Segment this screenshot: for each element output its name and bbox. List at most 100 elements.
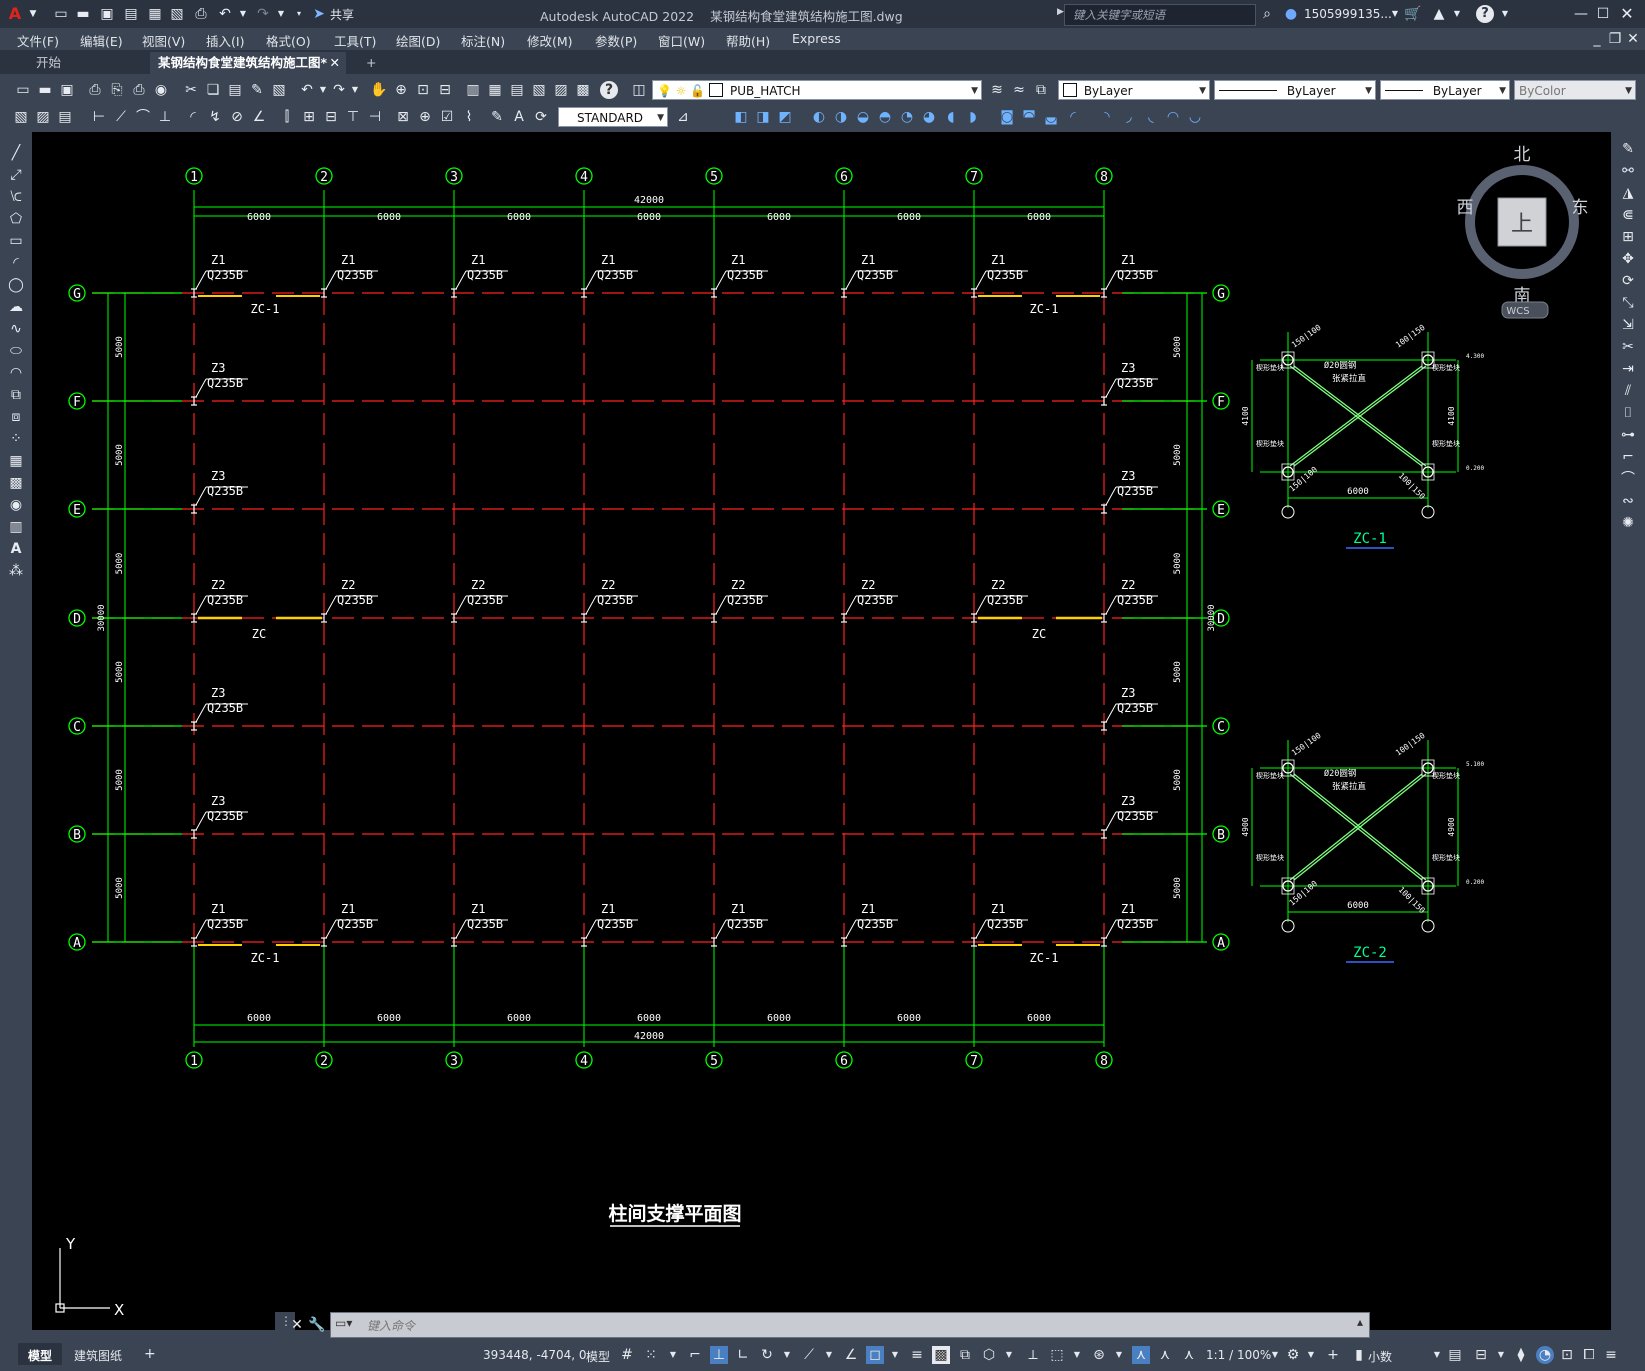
- mirror-icon[interactable]: ◮: [1622, 185, 1634, 201]
- publish-icon[interactable]: ⎙: [133, 82, 145, 98]
- continue-dim-icon[interactable]: ⊟: [325, 109, 337, 125]
- close-icon[interactable]: ✕: [1620, 4, 1634, 23]
- hardware-acceleration-icon[interactable]: ◔: [1536, 1346, 1554, 1364]
- undo-icon[interactable]: ↶: [301, 82, 313, 98]
- point-icon[interactable]: ⁘: [10, 431, 22, 447]
- plot-icon[interactable]: ⎙: [89, 82, 101, 98]
- autocad-logo-icon[interactable]: A: [8, 4, 22, 23]
- break-icon[interactable]: ⌷: [1623, 405, 1633, 421]
- menu-icon[interactable]: ≡: [1605, 1347, 1617, 1363]
- new-icon[interactable]: ▭: [16, 82, 30, 98]
- annotation-monitor-icon[interactable]: +: [1327, 1347, 1339, 1363]
- lock-ui-icon[interactable]: ⊟: [1475, 1347, 1487, 1363]
- grid-icon[interactable]: #: [621, 1347, 633, 1363]
- chamfer-icon[interactable]: ⌐: [1622, 449, 1634, 465]
- scale-icon[interactable]: ⤡: [1622, 295, 1634, 311]
- blend-curves-icon[interactable]: ∾: [1622, 493, 1634, 509]
- tab-active-drawing[interactable]: 某钢结构食堂建筑结构施工图* ✕: [150, 52, 346, 74]
- chevron-down-icon[interactable]: ▼: [1073, 1350, 1081, 1359]
- customization-icon[interactable]: ⧠: [1583, 1347, 1595, 1363]
- spline-icon[interactable]: ∿: [10, 321, 22, 337]
- move-icon[interactable]: ✥: [1622, 251, 1634, 267]
- menu-modify[interactable]: 修改(M): [527, 34, 573, 49]
- trim-icon[interactable]: ✂: [1622, 339, 1634, 355]
- drawing-title[interactable]: 柱间支撑平面图: [608, 1202, 741, 1225]
- sphere-icon[interactable]: ◐: [812, 109, 826, 125]
- chevron-down-icon[interactable]: ▼: [1433, 1350, 1441, 1359]
- infer-constraints-icon[interactable]: ⌐: [689, 1347, 701, 1363]
- loft-icon[interactable]: ◗: [969, 109, 977, 125]
- cart-icon[interactable]: 🛒: [1404, 6, 1422, 22]
- jogged-dim-icon[interactable]: ↯: [209, 109, 221, 125]
- menu-edit[interactable]: 编辑(E): [80, 34, 123, 49]
- command-prompt-icon[interactable]: ▭▾: [335, 1316, 353, 1330]
- rectangle-icon[interactable]: ▭: [9, 233, 23, 249]
- presspull-icon[interactable]: ◜: [1070, 109, 1076, 125]
- share-icon[interactable]: ➤: [313, 6, 325, 22]
- save-as-icon[interactable]: ▤: [124, 6, 138, 22]
- search-box[interactable]: ▶ 键入关键字或短语: [1057, 4, 1256, 26]
- chevron-down-icon[interactable]: ▼: [1005, 1350, 1013, 1359]
- ellipse-icon[interactable]: ⬭: [10, 343, 22, 359]
- stretch-icon[interactable]: ⇲: [1622, 317, 1634, 333]
- chevron-down-icon[interactable]: ▼: [783, 1350, 791, 1359]
- isodraft-icon[interactable]: ⟋: [804, 1347, 814, 1363]
- explode-icon[interactable]: ✺: [1622, 515, 1634, 531]
- save-icon[interactable]: ▣: [100, 6, 114, 22]
- jogged-linear-icon[interactable]: ⌇: [465, 109, 473, 125]
- selection-cycling-icon[interactable]: ⧉: [960, 1347, 970, 1363]
- linetype-dropdown[interactable]: ByLayer ▼: [1214, 80, 1376, 100]
- user-name[interactable]: 1505999135...: [1304, 7, 1392, 21]
- fillet-icon[interactable]: ⌒: [1621, 471, 1635, 487]
- chevron-down-icon[interactable]: ▼: [1497, 1350, 1505, 1359]
- match-properties-icon[interactable]: ✎: [251, 82, 263, 98]
- chevron-down-icon[interactable]: ▼: [1501, 9, 1509, 18]
- plotstyle-dropdown[interactable]: ByColor ▼: [1514, 80, 1636, 100]
- auto-scale-icon[interactable]: ⋏: [1159, 1347, 1171, 1363]
- add-tab-button[interactable]: +: [366, 55, 377, 70]
- new-file-icon[interactable]: ▭: [54, 6, 68, 22]
- viewcube-face[interactable]: [1497, 197, 1547, 247]
- extend-icon[interactable]: ⇥: [1622, 361, 1634, 377]
- union-icon[interactable]: ◙: [1000, 109, 1014, 125]
- command-history-icon[interactable]: ▴: [1356, 1315, 1363, 1329]
- center-mark-icon[interactable]: ⊕: [419, 109, 431, 125]
- gizmo-icon[interactable]: ⊛: [1093, 1347, 1105, 1363]
- tolerance-icon[interactable]: ⊠: [397, 109, 409, 125]
- menu-file[interactable]: 文件(F): [17, 34, 59, 49]
- plot-icon[interactable]: ⎙: [195, 6, 207, 22]
- flatshot-icon[interactable]: ◠: [1166, 109, 1180, 125]
- intersect-icon[interactable]: ◛: [1044, 109, 1058, 125]
- menu-format[interactable]: 格式(O): [266, 34, 311, 49]
- menu-parametric[interactable]: 参数(P): [595, 34, 638, 49]
- lineweight-dropdown[interactable]: ByLayer ▼: [1380, 80, 1510, 100]
- add-selected-icon[interactable]: ⁂: [9, 563, 23, 579]
- search-icon[interactable]: ⌕: [1263, 6, 1271, 22]
- revolve-icon[interactable]: ◕: [922, 109, 936, 125]
- open-file-icon[interactable]: ▬: [76, 6, 90, 22]
- layer-dropdown[interactable]: 💡 ☼ 🔓 PUB_HATCH ▼: [652, 80, 982, 100]
- torus-icon[interactable]: ◒: [856, 109, 870, 125]
- zoom-window-icon[interactable]: ⊡: [417, 82, 429, 98]
- object-snap-icon[interactable]: ◻: [866, 1346, 884, 1364]
- command-line[interactable]: ▭▾ 键入命令 ▴: [330, 1312, 1370, 1338]
- construction-line-icon[interactable]: ⤢: [10, 167, 22, 183]
- markup-icon[interactable]: ▨: [554, 82, 568, 98]
- dim-break-icon[interactable]: ⊣: [368, 109, 382, 125]
- make-current-layer-icon[interactable]: ≋: [991, 82, 1003, 98]
- selection-filter-icon[interactable]: ⬚: [1050, 1347, 1064, 1363]
- menu-window[interactable]: 窗口(W): [658, 34, 706, 49]
- save-icon[interactable]: ▣: [60, 82, 74, 98]
- customize-icon[interactable]: ▾: [296, 9, 301, 18]
- chevron-down-icon[interactable]: ▼: [825, 1350, 833, 1359]
- transparency-icon[interactable]: ▩: [932, 1346, 950, 1364]
- break-at-point-icon[interactable]: ⫽: [1624, 383, 1632, 399]
- properties-icon[interactable]: ▥: [466, 82, 480, 98]
- menu-help[interactable]: 帮助(H): [726, 34, 771, 49]
- menu-draw[interactable]: 绘图(D): [396, 34, 441, 49]
- join-icon[interactable]: ⊶: [1621, 427, 1635, 443]
- baseline-dim-icon[interactable]: ⊞: [303, 109, 315, 125]
- section-icon[interactable]: ◟: [1148, 109, 1154, 125]
- chevron-down-icon[interactable]: ▼: [891, 1350, 899, 1359]
